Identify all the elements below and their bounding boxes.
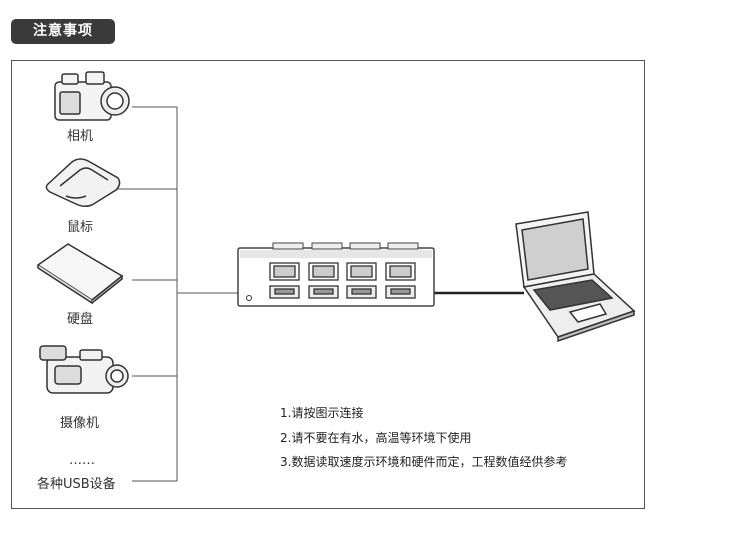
usb-devices-label: 各种USB设备 xyxy=(37,477,116,492)
connector-lines xyxy=(105,106,238,482)
ellipsis-label: …… xyxy=(69,453,95,468)
camera-label: 相机 xyxy=(67,129,94,144)
camera-icon xyxy=(54,71,130,121)
camcorder-icon xyxy=(39,345,129,394)
section-title: 注意事项 xyxy=(11,19,115,44)
hard-disk-icon xyxy=(36,243,124,305)
camcorder-label: 摄像机 xyxy=(60,416,100,431)
disk-label: 硬盘 xyxy=(67,312,94,327)
note-2: 2.请不要在有水，高温等环境下使用 xyxy=(280,431,472,445)
note-1: 1.请按图示连接 xyxy=(280,406,364,420)
laptop-icon xyxy=(515,211,636,343)
diagram-frame xyxy=(11,60,645,509)
mouse-label: 鼠标 xyxy=(67,220,94,235)
usb-hub-icon xyxy=(237,242,435,307)
mouse-icon xyxy=(45,158,121,208)
note-3: 3.数据读取速度示环境和硬件而定，工程数值经供参考 xyxy=(280,455,568,469)
